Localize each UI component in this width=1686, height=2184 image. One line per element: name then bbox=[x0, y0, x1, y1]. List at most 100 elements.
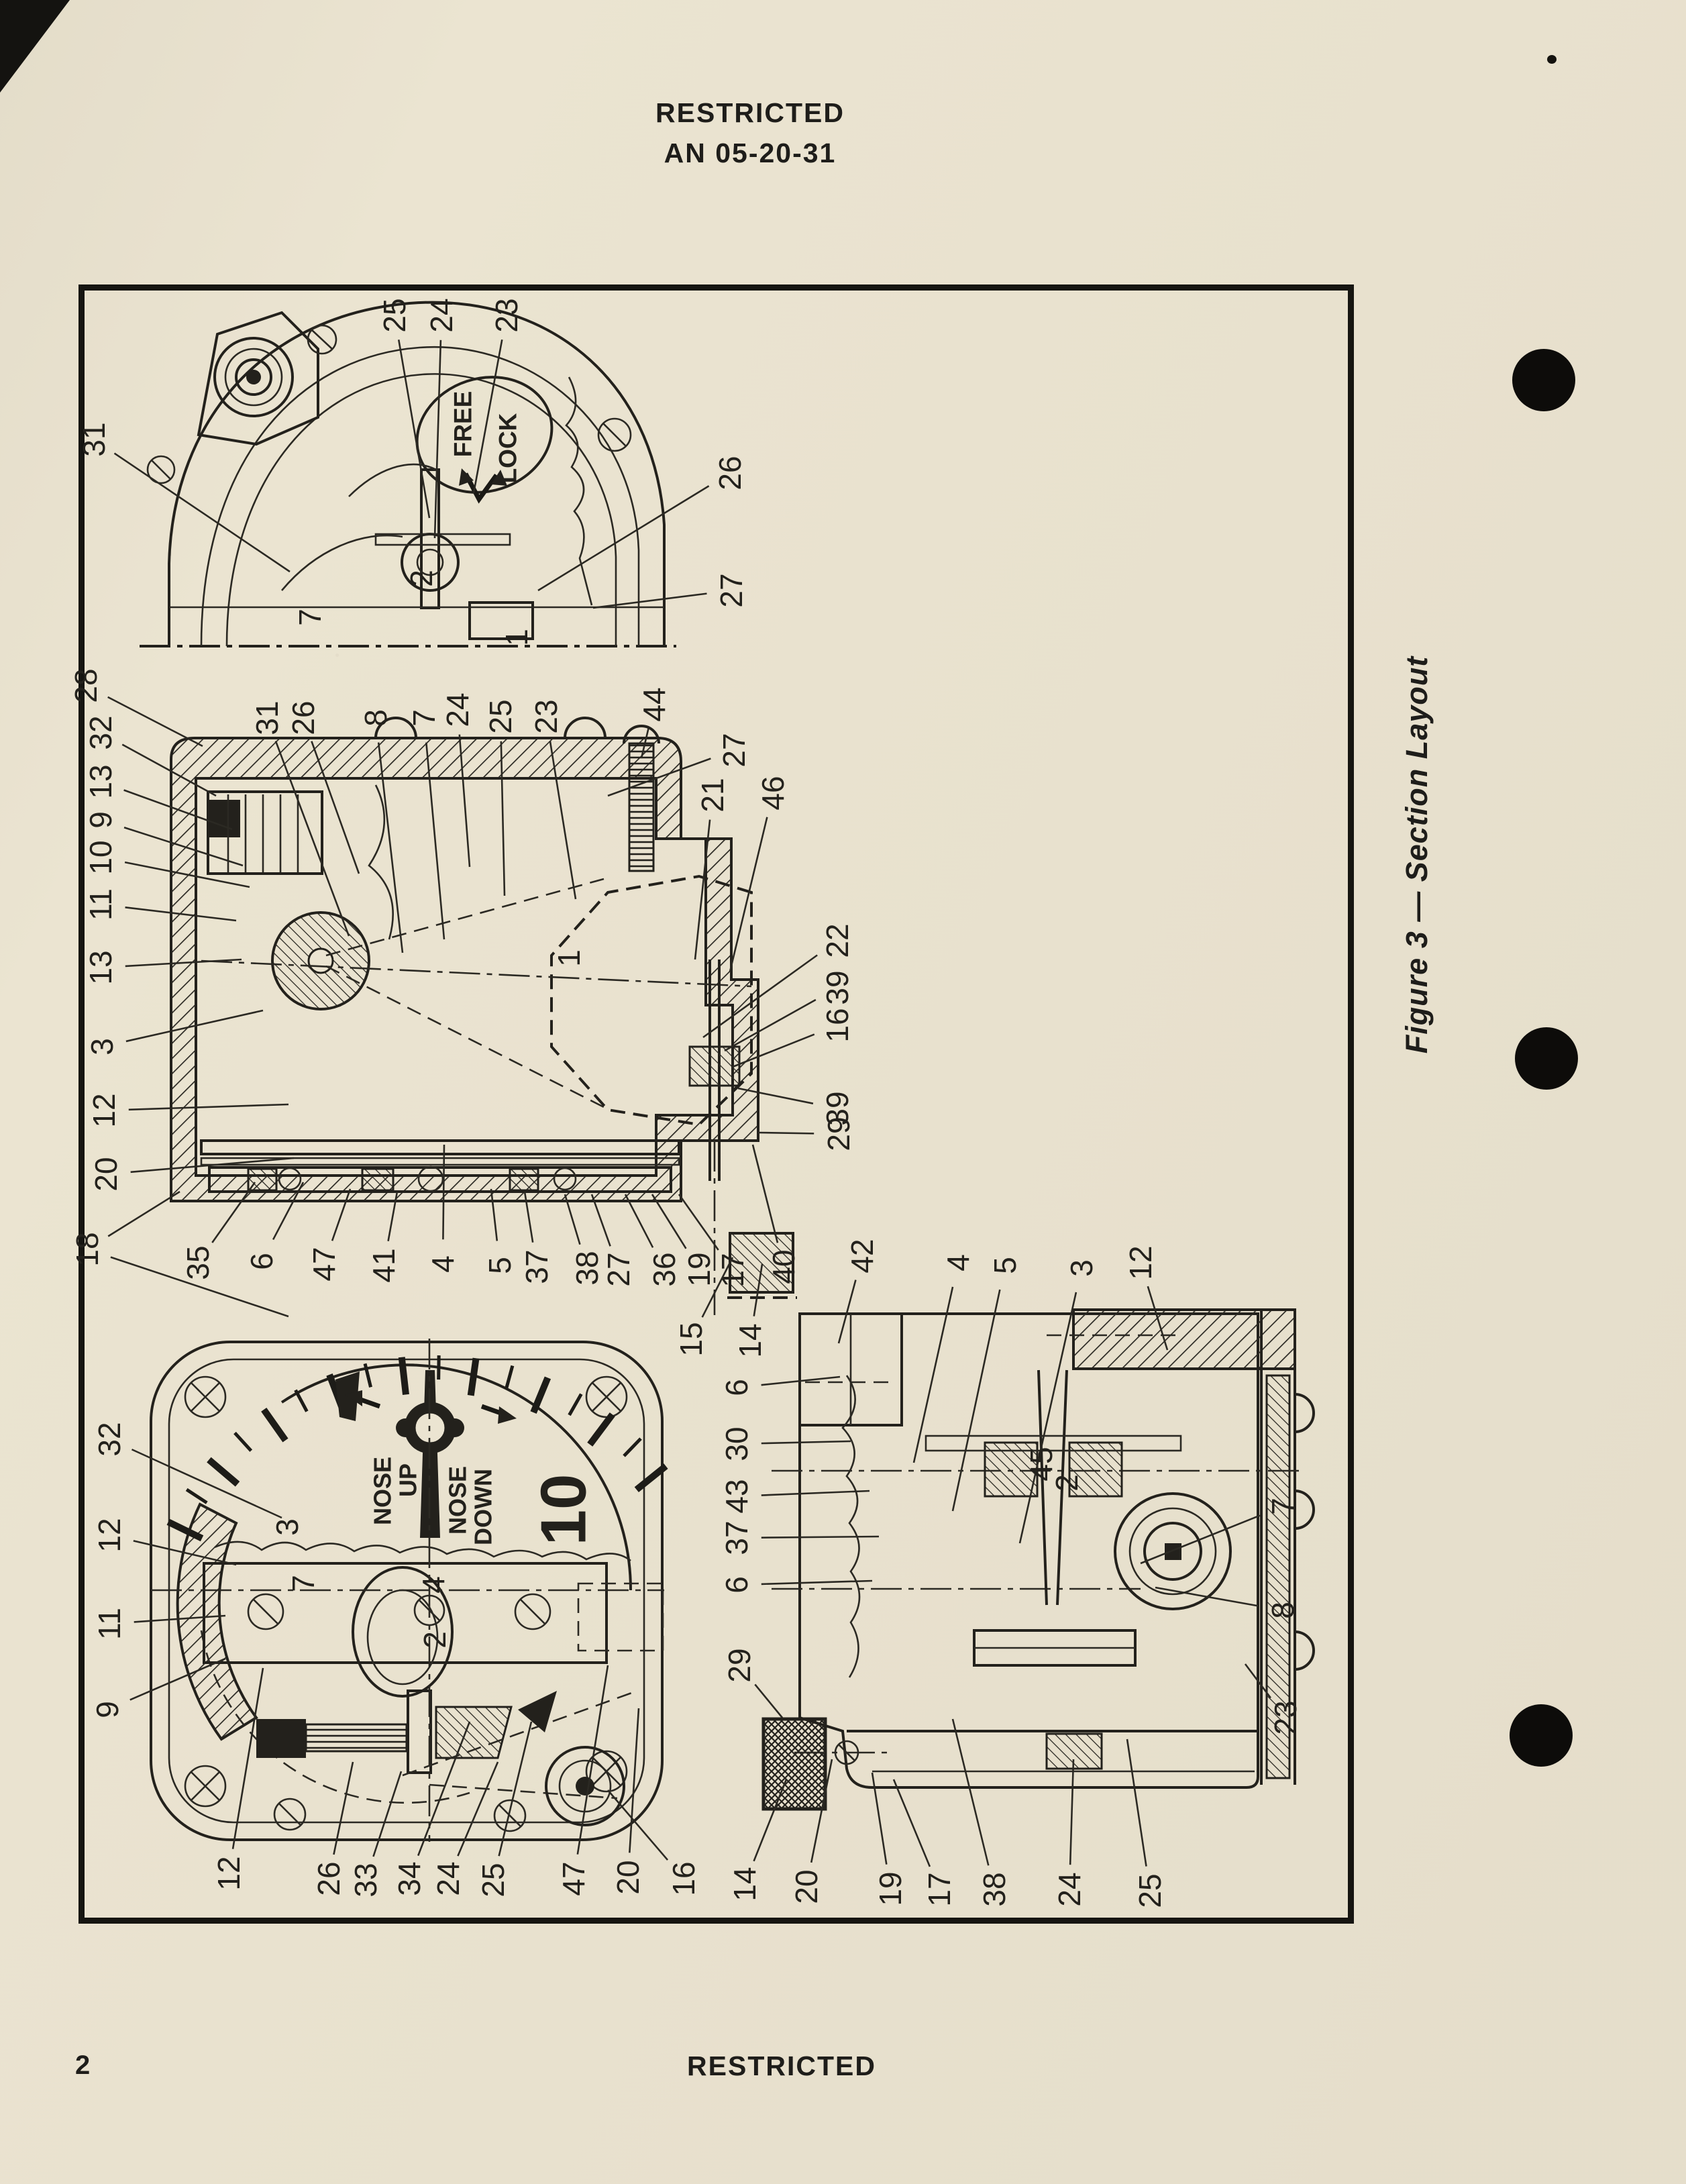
leader-line bbox=[678, 1194, 719, 1251]
dial-tick bbox=[634, 1463, 668, 1493]
leader-line bbox=[732, 1033, 815, 1068]
dial-tick bbox=[166, 1518, 204, 1542]
callout-3: 3 bbox=[1064, 1259, 1099, 1277]
callout-19: 19 bbox=[873, 1871, 908, 1906]
callout-40: 40 bbox=[766, 1249, 801, 1284]
leader-line bbox=[1155, 1586, 1259, 1607]
callout-42: 42 bbox=[845, 1239, 880, 1273]
leader-line bbox=[951, 1718, 990, 1866]
footer-classification: RESTRICTED bbox=[687, 2050, 876, 2081]
leader-line bbox=[640, 728, 649, 759]
callout-27: 27 bbox=[717, 733, 751, 767]
callout-39: 39 bbox=[820, 1091, 855, 1125]
leader-line bbox=[131, 1449, 282, 1519]
leader-line bbox=[417, 1721, 471, 1857]
callout-5: 5 bbox=[482, 1257, 517, 1274]
leader-line bbox=[810, 1759, 833, 1863]
callout-14: 14 bbox=[727, 1867, 762, 1901]
callout-43: 43 bbox=[719, 1479, 754, 1513]
leader-line bbox=[333, 1761, 354, 1855]
callout-12: 12 bbox=[87, 1093, 121, 1127]
dial-tick bbox=[261, 1407, 288, 1443]
callout-24: 24 bbox=[1052, 1872, 1087, 1906]
leader-line bbox=[1147, 1286, 1169, 1351]
callout-27: 27 bbox=[714, 573, 749, 607]
callout-nose: NOSE bbox=[444, 1466, 472, 1535]
leader-line bbox=[125, 1009, 264, 1043]
callout-8: 8 bbox=[358, 709, 393, 727]
callout-7: 7 bbox=[1265, 1498, 1300, 1515]
leader-line bbox=[702, 954, 818, 1039]
leader-line bbox=[761, 1375, 841, 1386]
callout-11: 11 bbox=[83, 888, 118, 921]
callout-1: 1 bbox=[551, 949, 586, 967]
leader-line bbox=[125, 906, 237, 922]
callout-4: 4 bbox=[425, 1255, 460, 1273]
leader-line bbox=[754, 1683, 784, 1718]
callout-nose: NOSE bbox=[369, 1457, 397, 1525]
leader-line bbox=[592, 592, 707, 609]
leader-line bbox=[134, 1614, 226, 1623]
callout-29: 29 bbox=[722, 1648, 757, 1682]
leader-line bbox=[1244, 1663, 1271, 1699]
callout-26: 26 bbox=[286, 700, 321, 735]
callout-26: 26 bbox=[713, 456, 747, 490]
leader-line bbox=[590, 1194, 611, 1247]
callout-19: 19 bbox=[682, 1252, 717, 1286]
leader-line bbox=[761, 1535, 880, 1539]
leader-line bbox=[231, 1667, 264, 1849]
callout-39: 39 bbox=[820, 970, 855, 1004]
callout-22: 22 bbox=[820, 923, 855, 957]
leader-line bbox=[737, 1087, 814, 1104]
page-header: RESTRICTED AN 05-20-31 bbox=[549, 93, 951, 173]
leader-line bbox=[761, 1440, 851, 1445]
callout-26: 26 bbox=[311, 1861, 346, 1895]
callout-24: 24 bbox=[440, 692, 475, 727]
callout-16: 16 bbox=[820, 1008, 855, 1042]
callout-7: 7 bbox=[293, 609, 327, 626]
callout-28: 28 bbox=[68, 668, 103, 703]
dial-tick bbox=[185, 1488, 208, 1504]
dial-tick bbox=[233, 1431, 253, 1452]
leader-line bbox=[457, 1761, 499, 1857]
callout-15: 15 bbox=[674, 1322, 708, 1356]
callout-34: 34 bbox=[392, 1861, 427, 1895]
bezel-screws bbox=[184, 1375, 628, 1832]
leader-line bbox=[576, 1665, 609, 1855]
dial-tick bbox=[505, 1365, 515, 1390]
leader-line bbox=[498, 1721, 533, 1857]
leader-line bbox=[425, 742, 445, 940]
leader-line bbox=[694, 819, 711, 960]
callout-9: 9 bbox=[90, 1701, 125, 1718]
leader-line bbox=[1140, 1514, 1261, 1565]
callout-44: 44 bbox=[637, 687, 672, 721]
leader-line bbox=[761, 1490, 870, 1496]
dial-tick bbox=[398, 1357, 409, 1395]
callout-32: 32 bbox=[83, 715, 118, 749]
dial-tick bbox=[294, 1389, 309, 1412]
callout-free: FREE bbox=[450, 391, 477, 458]
leader-line bbox=[753, 1263, 763, 1316]
callout-23: 23 bbox=[1268, 1700, 1303, 1734]
leader-line bbox=[458, 734, 471, 868]
callout-6: 6 bbox=[719, 1379, 754, 1396]
leader-line bbox=[133, 1540, 237, 1566]
scan-spot bbox=[1547, 55, 1557, 64]
leader-line bbox=[912, 1286, 954, 1463]
callout-13: 13 bbox=[83, 764, 118, 798]
callout-38: 38 bbox=[570, 1251, 604, 1285]
page-number: 2 bbox=[75, 2050, 91, 2080]
figure-frame bbox=[78, 284, 1354, 1924]
leader-line bbox=[1126, 1738, 1147, 1867]
callout-24: 24 bbox=[431, 1861, 466, 1895]
leader-line bbox=[629, 1708, 640, 1853]
dial-tick bbox=[623, 1437, 642, 1457]
callout-16: 16 bbox=[666, 1861, 701, 1895]
leader-line bbox=[397, 340, 431, 519]
dial-tick bbox=[587, 1412, 615, 1447]
dial-tick-marks bbox=[166, 1355, 668, 1542]
